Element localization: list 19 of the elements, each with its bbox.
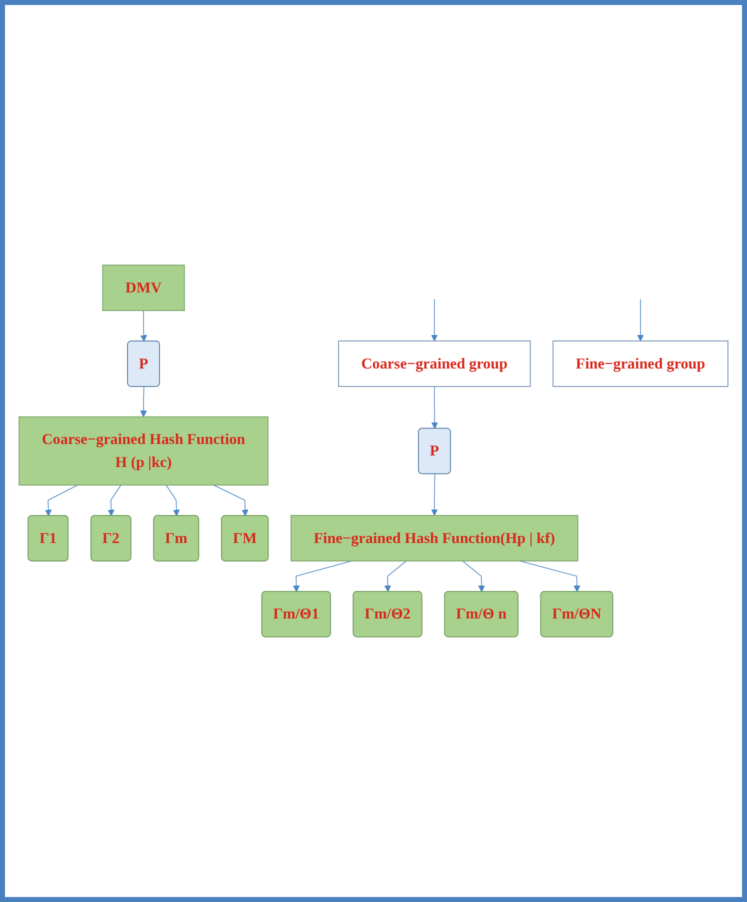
arrow	[45, 484, 78, 516]
arrow	[166, 484, 180, 516]
arrow	[213, 484, 248, 516]
arrow	[431, 474, 438, 516]
node-box: Coarse−grained Hash Function H (p |kc)	[18, 416, 268, 486]
arrow	[431, 386, 438, 429]
node-box: Coarse−grained group	[338, 340, 531, 387]
arrow	[384, 560, 407, 592]
arrow	[637, 298, 644, 342]
node-box: Fine−grained Hash Function(Hp | kf)	[290, 515, 578, 562]
arrow	[519, 560, 580, 592]
arrow	[108, 484, 122, 516]
arrow	[431, 298, 438, 342]
arrow	[140, 386, 147, 418]
node-box: DMV	[102, 264, 185, 311]
arrow	[140, 310, 148, 342]
arrow	[462, 560, 485, 592]
arrow	[293, 560, 352, 592]
node-box: Fine−grained group	[552, 340, 728, 387]
